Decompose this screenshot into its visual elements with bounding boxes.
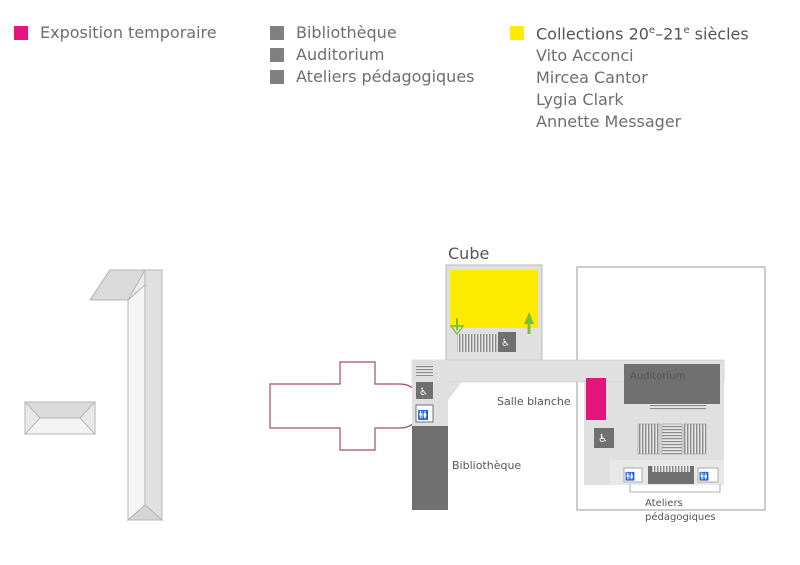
ateliers-steps [652, 466, 690, 472]
svg-text:🚻: 🚻 [418, 409, 429, 421]
cube-collection-area [450, 270, 538, 328]
collections-title-main: Collections 20 [536, 24, 649, 44]
legend-swatch-gray [270, 26, 284, 40]
accessibility-icon: ♿ [594, 428, 614, 448]
arrow-up-icon [524, 312, 534, 334]
svg-text:🚻: 🚻 [699, 471, 709, 481]
building-outline [576, 266, 766, 511]
collections-title-end: siècles [689, 24, 749, 44]
ateliers-bracket [629, 484, 721, 493]
arrow-down-icon [449, 318, 465, 336]
collections-title-sup: e [683, 25, 690, 36]
toilets-icon: 🚻 [623, 467, 643, 483]
ateliers-label-line1: Ateliers [645, 498, 683, 509]
legend-swatch-yellow [510, 25, 524, 40]
bibliotheque-room [412, 426, 448, 510]
collections-title-sup: e [648, 25, 656, 36]
collections-title-mid: –21 [655, 24, 684, 44]
floor-one-glyph [89, 269, 164, 522]
artist-item: Mircea Cantor [536, 68, 648, 88]
ateliers-label-line2: pédagogiques [645, 511, 716, 523]
legend-services: Bibliothèque Auditorium Ateliers pédagog… [270, 22, 475, 88]
cube-stairs [457, 334, 497, 352]
west-hall-corner [448, 382, 462, 400]
auditorium-steps [650, 404, 706, 410]
legend-swatch-pink [14, 26, 28, 40]
west-stairs [416, 364, 433, 376]
elevator-icon: ♿ [498, 332, 516, 352]
artist-item: Lygia Clark [536, 90, 624, 110]
elevator-icon: ♿ [416, 382, 433, 399]
legend-service-item: Ateliers pédagogiques [296, 67, 475, 86]
east-stairs-right [683, 423, 707, 455]
floor-minus-glyph [23, 401, 97, 435]
svg-text:♿: ♿ [419, 387, 428, 398]
east-stairs-left [637, 423, 661, 455]
artist-item: Vito Acconci [536, 46, 634, 66]
east-stairs-middle [661, 423, 683, 455]
legend-collections: Collections 20e–21e siècles Vito Acconci… [510, 20, 749, 133]
legend-service-item: Auditorium [296, 45, 385, 64]
svg-text:♿: ♿ [598, 432, 608, 445]
salle-blanche-room [586, 378, 606, 420]
artist-item: Annette Messager [536, 112, 682, 132]
floor-label: -1 [0, 0, 1, 1]
crossing-outline [269, 361, 423, 451]
bibliotheque-label: Bibliothèque [452, 459, 521, 472]
legend-service-item: Bibliothèque [296, 23, 397, 42]
cube-label: Cube [448, 244, 489, 263]
floor-number: -1 [0, 0, 164, 522]
auditorium-room [624, 364, 720, 404]
salle-blanche-label: Salle blanche [497, 395, 571, 408]
legend-collections-title: Collections 20e–21e siècles [536, 20, 749, 45]
svg-text:🚻: 🚻 [625, 471, 635, 481]
svg-text:♿: ♿ [501, 338, 510, 349]
legend-temporary-label: Exposition temporaire [40, 23, 217, 42]
legend-temporary: Exposition temporaire [14, 22, 217, 44]
legend-swatch-gray [270, 70, 284, 84]
toilets-icon: 🚻 [415, 404, 434, 423]
legend-swatch-gray [270, 48, 284, 62]
auditorium-label: Auditorium [630, 371, 685, 382]
toilets-icon: 🚻 [697, 467, 719, 483]
